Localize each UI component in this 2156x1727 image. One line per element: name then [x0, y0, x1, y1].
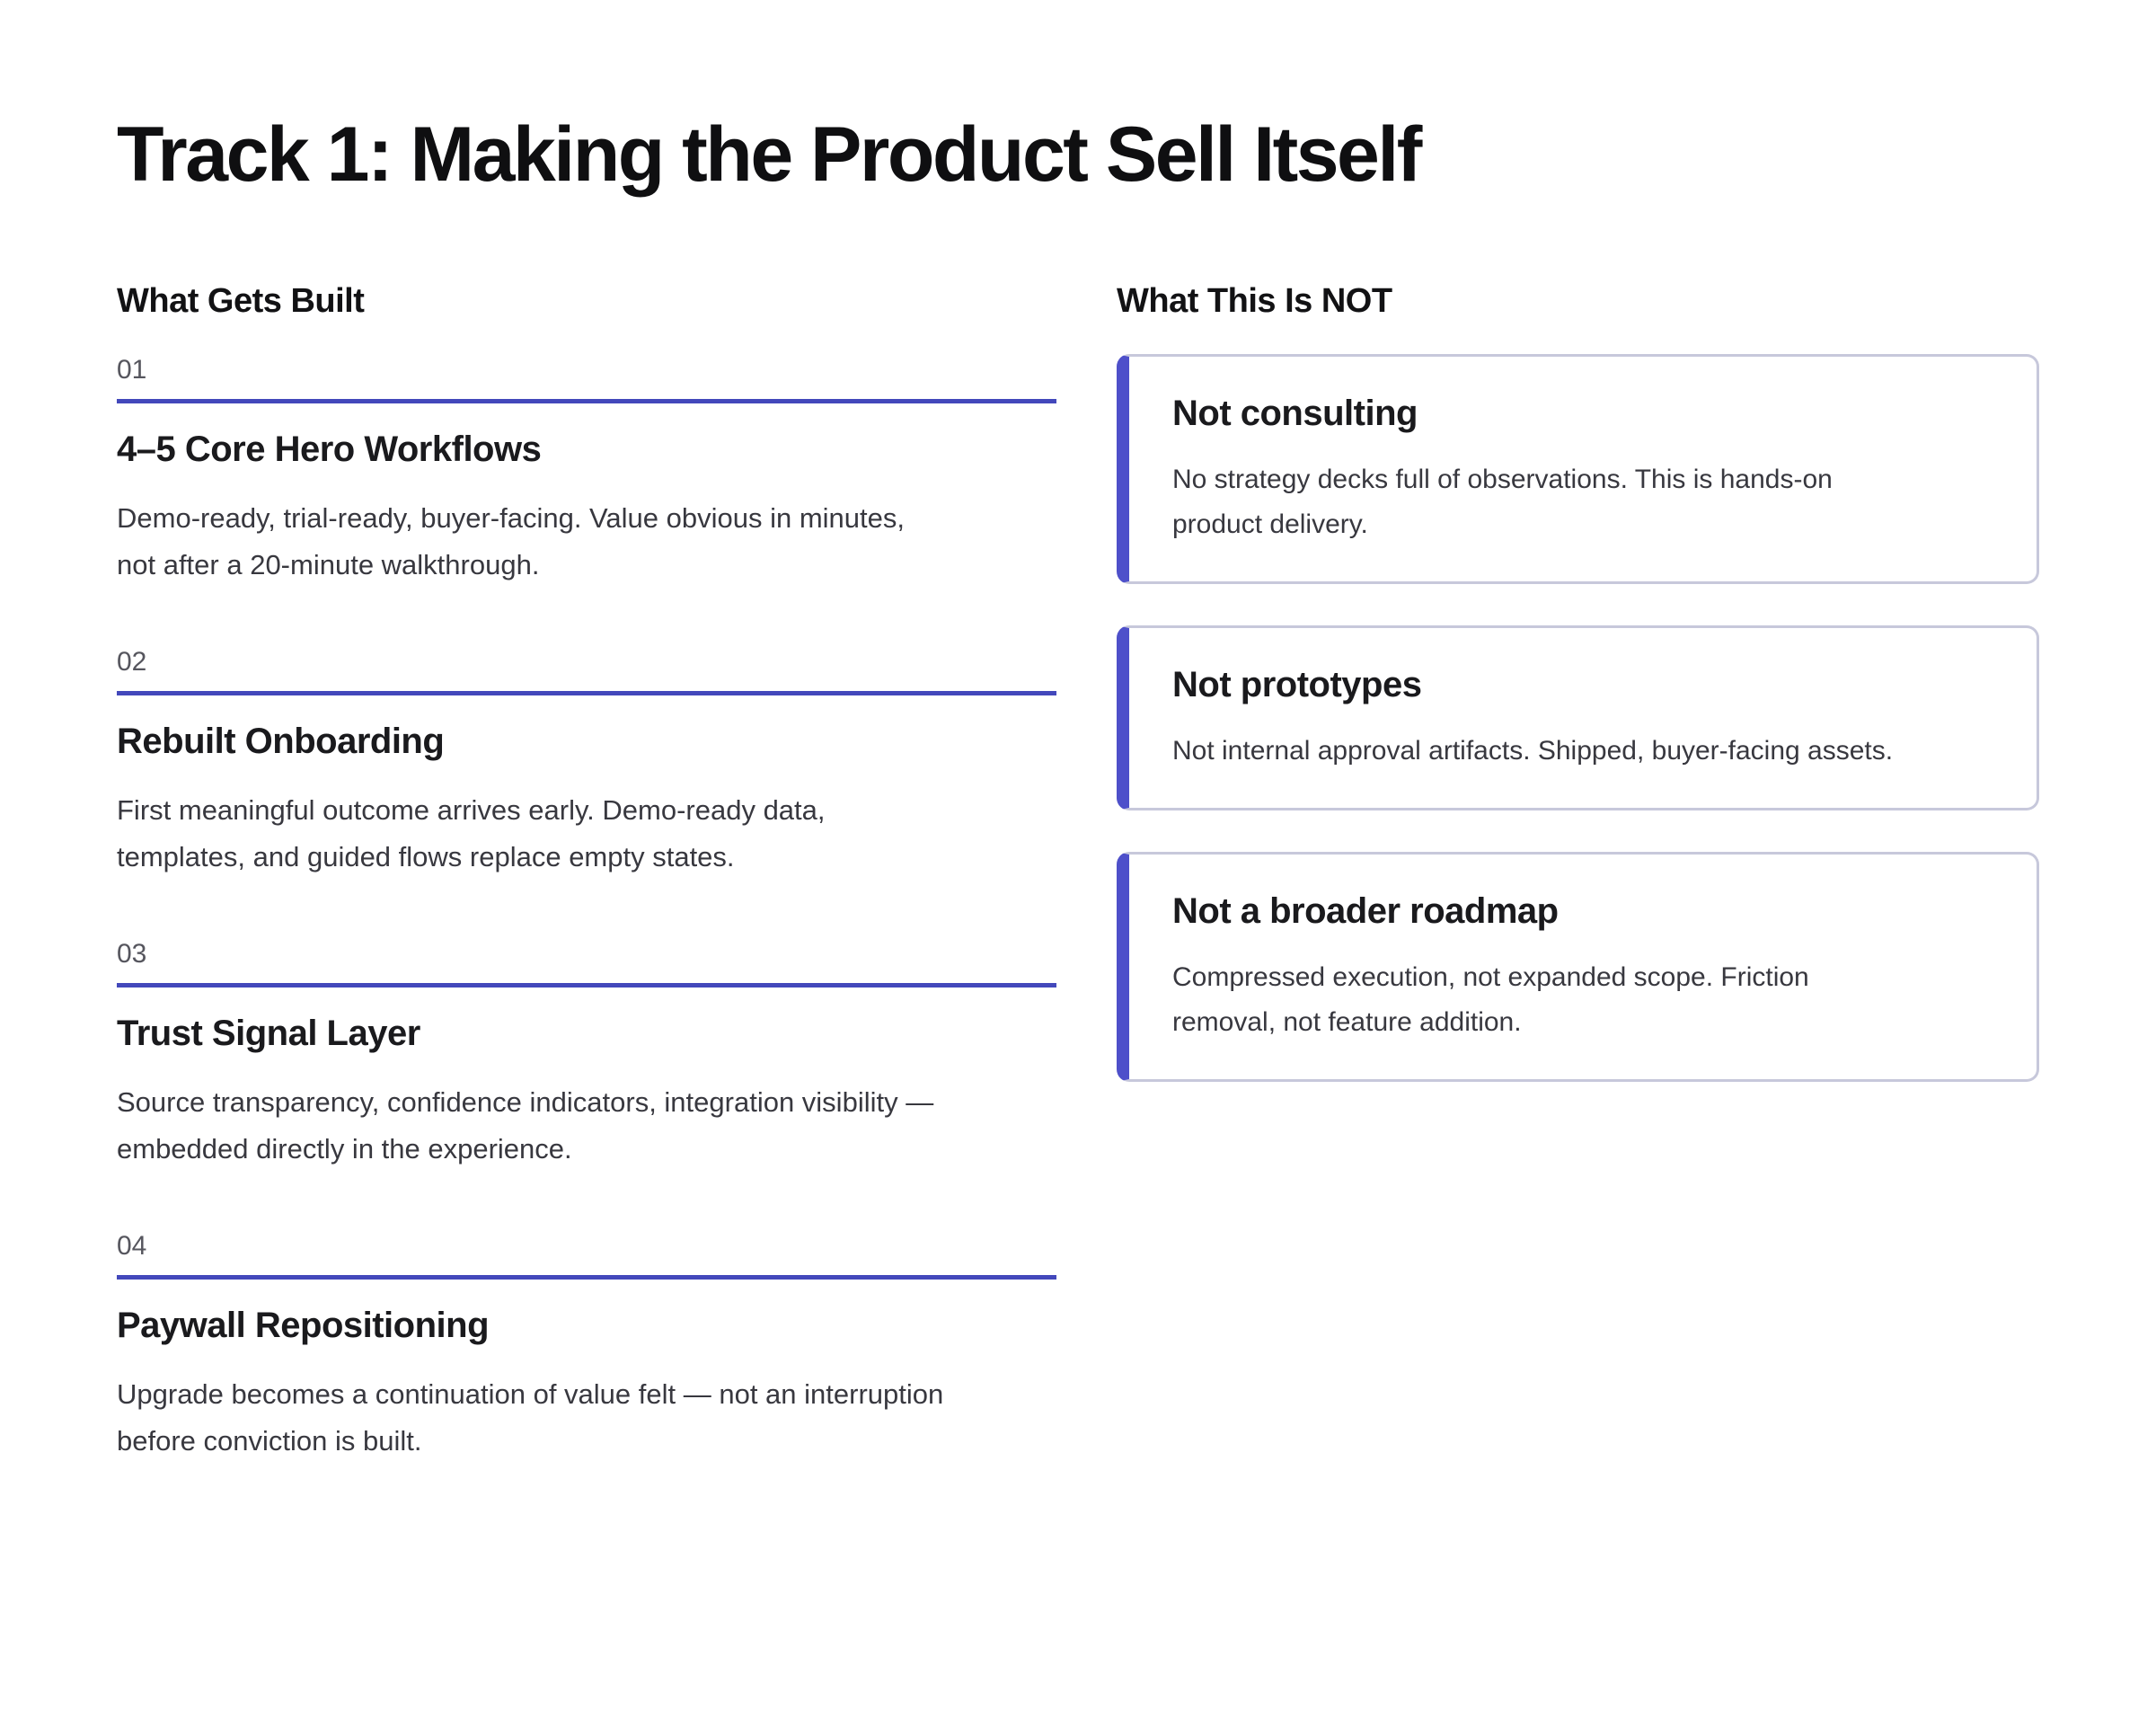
item-number: 01: [117, 355, 147, 385]
card-body: No strategy decks full of observations. …: [1172, 465, 1833, 539]
document-page: Track 1: Making the Product Sell Itself …: [0, 110, 2156, 1727]
item-number: 02: [117, 647, 147, 677]
item-title: Trust Signal Layer: [117, 1014, 420, 1053]
two-column-layout: What Gets Built 01 4–5 Core Hero Workflo…: [117, 280, 2039, 1465]
not-card-2: Not prototypes Not internal approval art…: [1117, 625, 2039, 810]
accent-divider: [117, 691, 1056, 695]
card-title: Not prototypes: [1172, 665, 1422, 704]
card-body: Compressed execution, not expanded scope…: [1172, 962, 1809, 1037]
card-title: Not a broader roadmap: [1172, 891, 1559, 931]
item-title: 4–5 Core Hero Workflows: [117, 430, 542, 469]
page-title: Track 1: Making the Product Sell Itself: [117, 111, 1422, 198]
item-body: Upgrade becomes a continuation of value …: [117, 1378, 944, 1457]
item-body: Source transparency, confidence indicato…: [117, 1086, 934, 1165]
accent-divider: [117, 1275, 1056, 1280]
accent-divider: [117, 399, 1056, 403]
item-title: Paywall Repositioning: [117, 1306, 490, 1345]
item-body: First meaningful outcome arrives early. …: [117, 794, 826, 872]
card-body: Not internal approval artifacts. Shipped…: [1172, 736, 1894, 766]
build-item-3: 03 Trust Signal Layer Source transparenc…: [117, 938, 1056, 1173]
item-title: Rebuilt Onboarding: [117, 722, 445, 761]
build-item-2: 02 Rebuilt Onboarding First meaningful o…: [117, 646, 1056, 881]
what-gets-built-column: What Gets Built 01 4–5 Core Hero Workflo…: [117, 280, 1056, 1465]
what-this-is-not-column: What This Is NOT Not consulting No strat…: [1117, 280, 2039, 1082]
accent-divider: [117, 983, 1056, 987]
right-column-header: What This Is NOT: [1117, 282, 1392, 320]
left-column-header: What Gets Built: [117, 282, 365, 320]
not-card-3: Not a broader roadmap Compressed executi…: [1117, 852, 2039, 1082]
item-number: 03: [117, 939, 147, 969]
card-title: Not consulting: [1172, 394, 1418, 433]
item-number: 04: [117, 1231, 147, 1261]
build-item-4: 04 Paywall Repositioning Upgrade becomes…: [117, 1230, 1056, 1465]
build-item-1: 01 4–5 Core Hero Workflows Demo-ready, t…: [117, 354, 1056, 589]
not-card-1: Not consulting No strategy decks full of…: [1117, 354, 2039, 584]
item-body: Demo-ready, trial-ready, buyer-facing. V…: [117, 502, 906, 580]
